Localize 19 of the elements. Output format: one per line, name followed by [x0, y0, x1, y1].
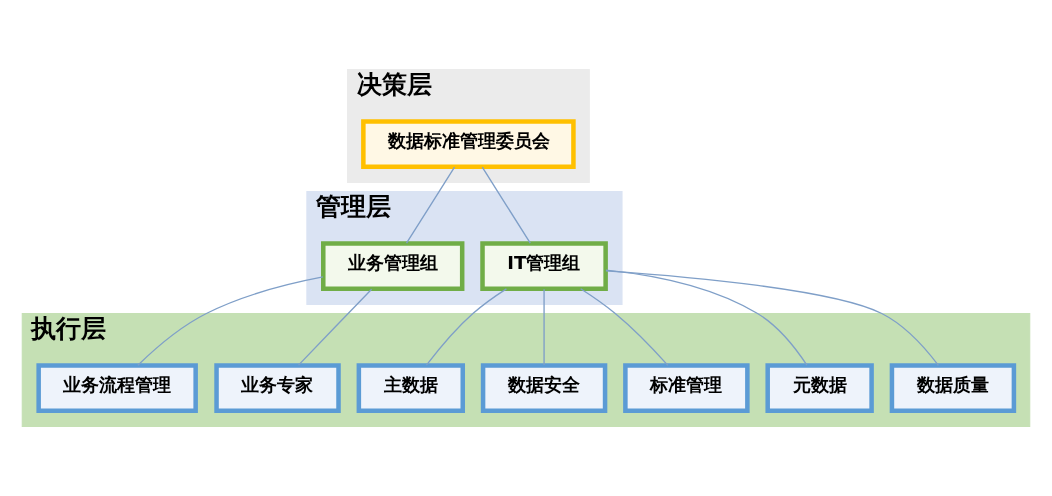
connector [579, 288, 669, 367]
node-box: 标准管理 [623, 363, 750, 413]
node-box: IT管理组 [480, 241, 608, 291]
connector [405, 166, 456, 244]
connector [137, 276, 324, 366]
node-box: 业务管理组 [321, 241, 465, 291]
node-box: 数据质量 [889, 363, 1017, 413]
node-box: 业务流程管理 [36, 363, 198, 413]
node-box: 主数据 [356, 363, 465, 413]
node-box: 数据安全 [480, 363, 608, 413]
connector [605, 270, 940, 367]
node-box: 元数据 [765, 363, 874, 413]
connector [543, 288, 545, 366]
connector [297, 288, 373, 366]
connector [425, 288, 508, 366]
connector [605, 269, 808, 366]
node-box: 数据标准管理委员会 [361, 119, 576, 169]
node-box: 业务专家 [214, 363, 341, 413]
connector [481, 166, 531, 244]
